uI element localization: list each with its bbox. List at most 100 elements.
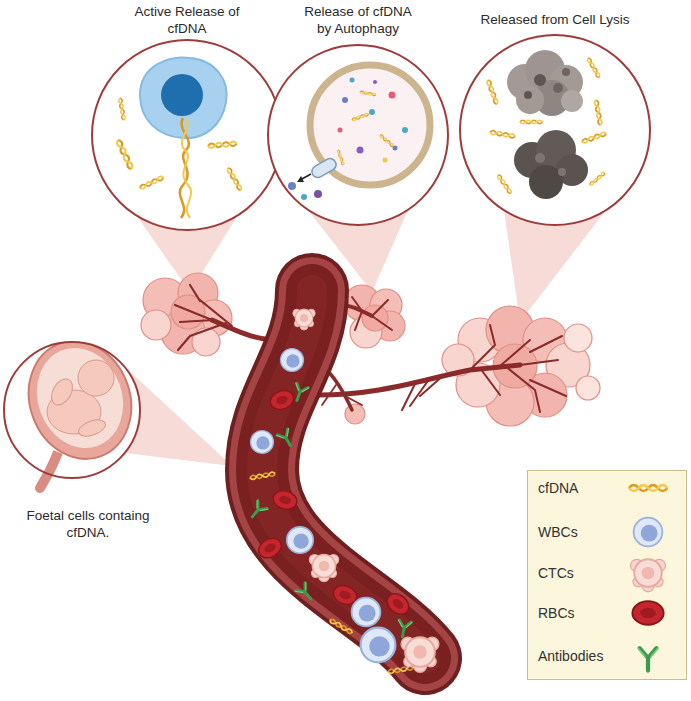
tumour: [345, 404, 365, 424]
branch-vessel: [212, 320, 272, 340]
cell-lysis-scene: [490, 130, 516, 138]
blood-cells: [293, 309, 315, 330]
cell-lysis-scene: [529, 165, 563, 199]
autophagy-scene: [310, 156, 339, 179]
legend-sample: [618, 468, 678, 508]
foetus-scene: [4, 342, 140, 478]
circle-heading: Active Release of cfDNA: [127, 4, 247, 38]
legend-sample: [634, 518, 663, 547]
cell-lysis-scene: [460, 35, 650, 225]
autophagy-scene: [352, 113, 369, 122]
autophagy-circle: Release of cfDNA by Autophagy: [268, 4, 448, 230]
autophagy-scene: [389, 92, 396, 99]
tumour: [141, 310, 171, 340]
branch-vessel: [352, 297, 392, 330]
cell-lysis-scene: [589, 172, 606, 187]
autophagy-scene: [268, 45, 448, 225]
blood-vessel: [262, 290, 425, 658]
cell-lysis-scene: [486, 50, 607, 199]
cell-lysis-scene: [558, 168, 566, 176]
legend-label: CTCs: [538, 565, 574, 581]
blood-vessel: [262, 290, 425, 658]
blood-cells: [290, 383, 309, 403]
legend-box: cfDNAWBCsCTCsRBCsAntibodies: [527, 470, 687, 680]
autophagy-scene: [297, 176, 304, 182]
autophagy-scene: [314, 190, 322, 198]
autophagy-scene: [350, 78, 355, 83]
blood-vessel: [262, 290, 425, 658]
cell-lysis-scene: [497, 174, 513, 194]
active-release-scene: [116, 139, 134, 170]
foetus-scene: [4, 327, 148, 490]
autophagy-scene: [268, 45, 448, 225]
legend-row: WBCs: [528, 512, 686, 552]
active-release-scene: [182, 118, 191, 218]
autophagy-scene: [310, 156, 339, 179]
active-release-circle: Active Release of cfDNA: [92, 4, 282, 230]
branch-vessel: [175, 285, 566, 412]
cell-lysis-scene: [562, 68, 570, 76]
blood-cells: [352, 598, 381, 627]
tumour: [141, 273, 600, 426]
blood-cells: [255, 534, 285, 562]
cell-lysis-scene: [520, 120, 542, 124]
cell-lysis-scene: [535, 153, 545, 163]
autophagy-scene: [360, 91, 376, 96]
circle-heading: Release of cfDNA by Autophagy: [300, 4, 416, 38]
autophagy-scene: [287, 65, 430, 202]
foetus-scene: [23, 336, 137, 461]
cell-lysis-scene: [561, 90, 583, 112]
active-release-scene: [161, 74, 203, 116]
active-release-scene: [118, 98, 125, 121]
cell-lysis-scene: [524, 91, 532, 99]
tumour: [192, 328, 220, 356]
legend-label: cfDNA: [538, 480, 578, 496]
cell-lysis-scene: [534, 74, 546, 86]
cell-lysis-scene: [594, 100, 602, 126]
active-release-scene: [139, 175, 164, 189]
autophagy-scene: [383, 158, 388, 163]
legend-row: RBCs: [528, 593, 686, 633]
legend-sample: [618, 553, 678, 593]
legend-label: RBCs: [538, 605, 575, 621]
cell-lysis-scene: [460, 35, 650, 225]
legend-sample: [638, 648, 658, 670]
blood-cells: [247, 309, 439, 674]
cell-lysis-scene: [586, 57, 600, 78]
cell-lysis-scene: [516, 86, 544, 114]
autophagy-scene: [373, 80, 377, 84]
foetal-circle: Foetal cells containg cfDNA.: [20, 342, 156, 542]
legend-sample: [618, 593, 678, 633]
autophagy-scene: [288, 182, 296, 190]
legend-sample: [618, 636, 678, 676]
active-release-scene: [92, 40, 282, 230]
blood-cells: [247, 500, 268, 521]
magnify-cone: [125, 367, 232, 466]
cell-lysis-scene: [581, 131, 606, 144]
blood-cells: [276, 428, 296, 449]
branch-vessel: [402, 325, 566, 412]
active-release-scene: [208, 141, 237, 148]
blood-cells: [383, 589, 413, 618]
foetus-scene: [12, 327, 147, 474]
autophagy-scene: [402, 127, 408, 133]
autophagy-scene: [342, 97, 348, 103]
blood-vessel: [262, 290, 425, 658]
legend-sample: [618, 512, 678, 552]
blood-cells: [329, 618, 353, 634]
cell-lysis-scene: [486, 79, 499, 104]
blood-cells: [295, 582, 316, 603]
legend-sample: [629, 485, 667, 491]
tumour: [564, 324, 592, 352]
autophagy-scene: [357, 147, 364, 154]
blood-cells: [251, 431, 274, 454]
autophagy-scene: [301, 194, 307, 200]
active-release-scene: [226, 167, 242, 191]
branch-vessel: [175, 285, 232, 350]
blood-vessel: [262, 290, 425, 658]
circle-heading: Released from Cell Lysis: [460, 12, 650, 29]
active-release-scene: [116, 57, 243, 218]
blood-cells: [281, 349, 304, 372]
active-release-scene: [140, 57, 227, 138]
